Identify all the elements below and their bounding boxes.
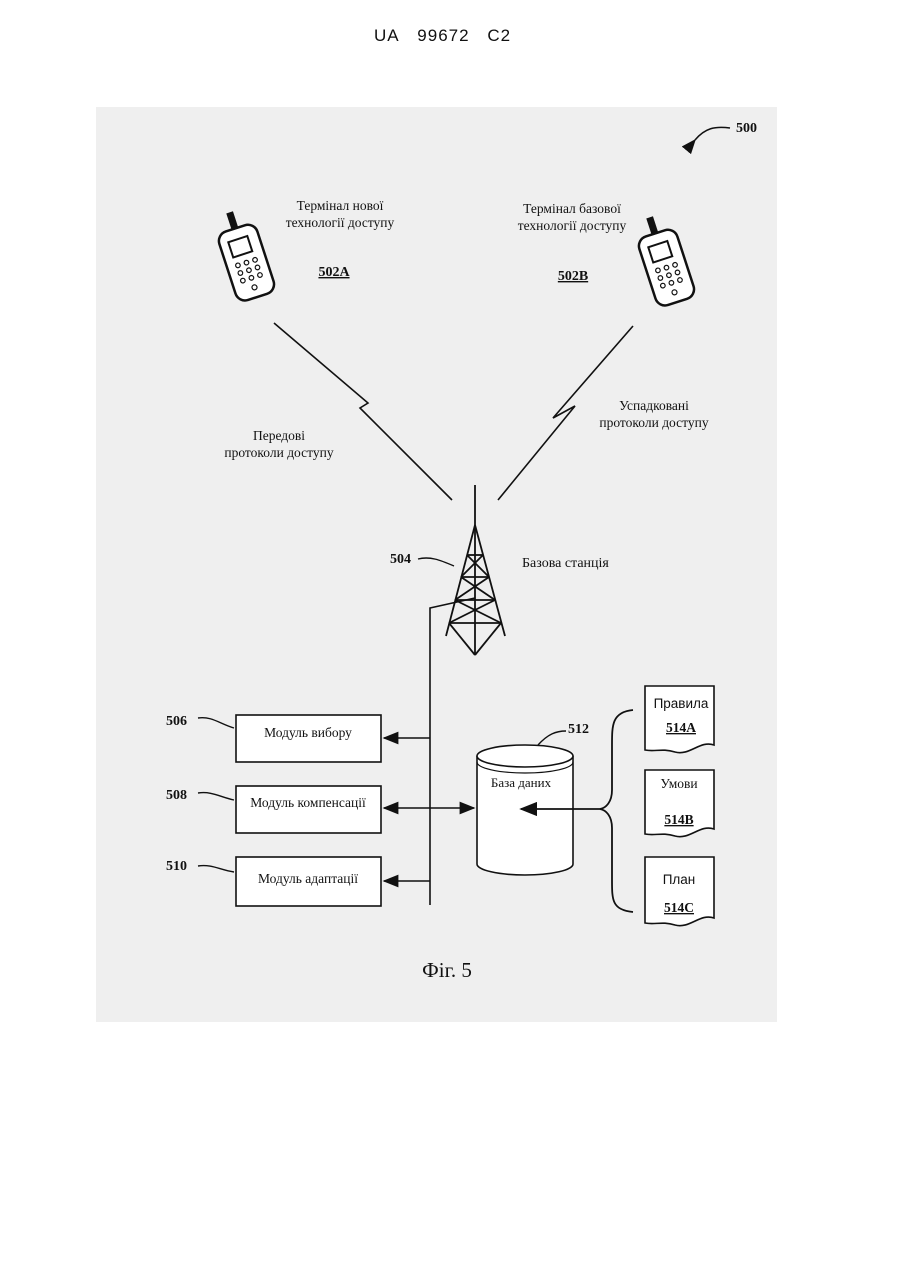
module-selection-ref: 506 <box>166 714 187 729</box>
terminal-base-line1: Термінал базової <box>523 201 621 216</box>
doc-conditions-label: Умови <box>660 776 697 791</box>
module-compensation: Модуль компенсації 508 <box>166 786 474 833</box>
doc-rules: Правила 514A <box>645 686 714 753</box>
terminal-base-ref: 502B <box>558 269 588 284</box>
database-ref: 512 <box>568 722 589 737</box>
tower-ref-leader <box>418 558 454 566</box>
doc-rules-label: Правила <box>654 696 709 711</box>
terminal-base-line2: технології доступу <box>518 218 627 233</box>
figure-caption: Фіг. 5 <box>422 958 472 982</box>
wireless-link-advanced <box>274 323 452 500</box>
module-selection-label: Модуль вибору <box>264 725 352 740</box>
doc-plan-label: План <box>663 872 696 887</box>
phone-icon-left <box>211 206 277 303</box>
doc-plan-ref: 514C <box>664 900 694 915</box>
module-selection: Модуль вибору 506 <box>166 714 430 762</box>
tower-icon <box>446 485 505 655</box>
module-compensation-label: Модуль компенсації <box>250 795 366 810</box>
legacy-protocols-line1: Успадковані <box>619 398 689 413</box>
database-ref-leader <box>538 731 566 745</box>
database-icon: База даних <box>477 745 573 875</box>
docs-brace <box>600 710 633 912</box>
tower-ref: 504 <box>390 552 411 567</box>
doc-conditions: Умови 514B <box>645 770 714 837</box>
module-adaptation-ref: 510 <box>166 859 187 874</box>
doc-plan: План 514C <box>645 857 714 926</box>
module-compensation-ref: 508 <box>166 788 187 803</box>
legacy-protocols-line2: протоколи доступу <box>599 415 708 430</box>
database-label: База даних <box>491 775 552 790</box>
terminal-new-ref: 502A <box>318 265 350 280</box>
terminal-new-line1: Термінал нової <box>297 198 384 213</box>
ref-500-label: 500 <box>736 121 757 136</box>
terminal-new-line2: технології доступу <box>286 215 395 230</box>
wireless-link-legacy <box>498 326 633 500</box>
module-adaptation: Модуль адаптації 510 <box>166 857 430 906</box>
module-adaptation-label: Модуль адаптації <box>258 871 358 886</box>
doc-conditions-ref: 514B <box>664 812 693 827</box>
doc-rules-ref: 514A <box>666 720 696 735</box>
phone-icon-right <box>631 211 697 308</box>
advanced-protocols-line1: Передові <box>253 428 305 443</box>
base-station-label: Базова станція <box>522 556 609 571</box>
figure-ref-500: 500 <box>695 121 757 140</box>
advanced-protocols-line2: протоколи доступу <box>224 445 333 460</box>
bus-line <box>430 598 475 905</box>
